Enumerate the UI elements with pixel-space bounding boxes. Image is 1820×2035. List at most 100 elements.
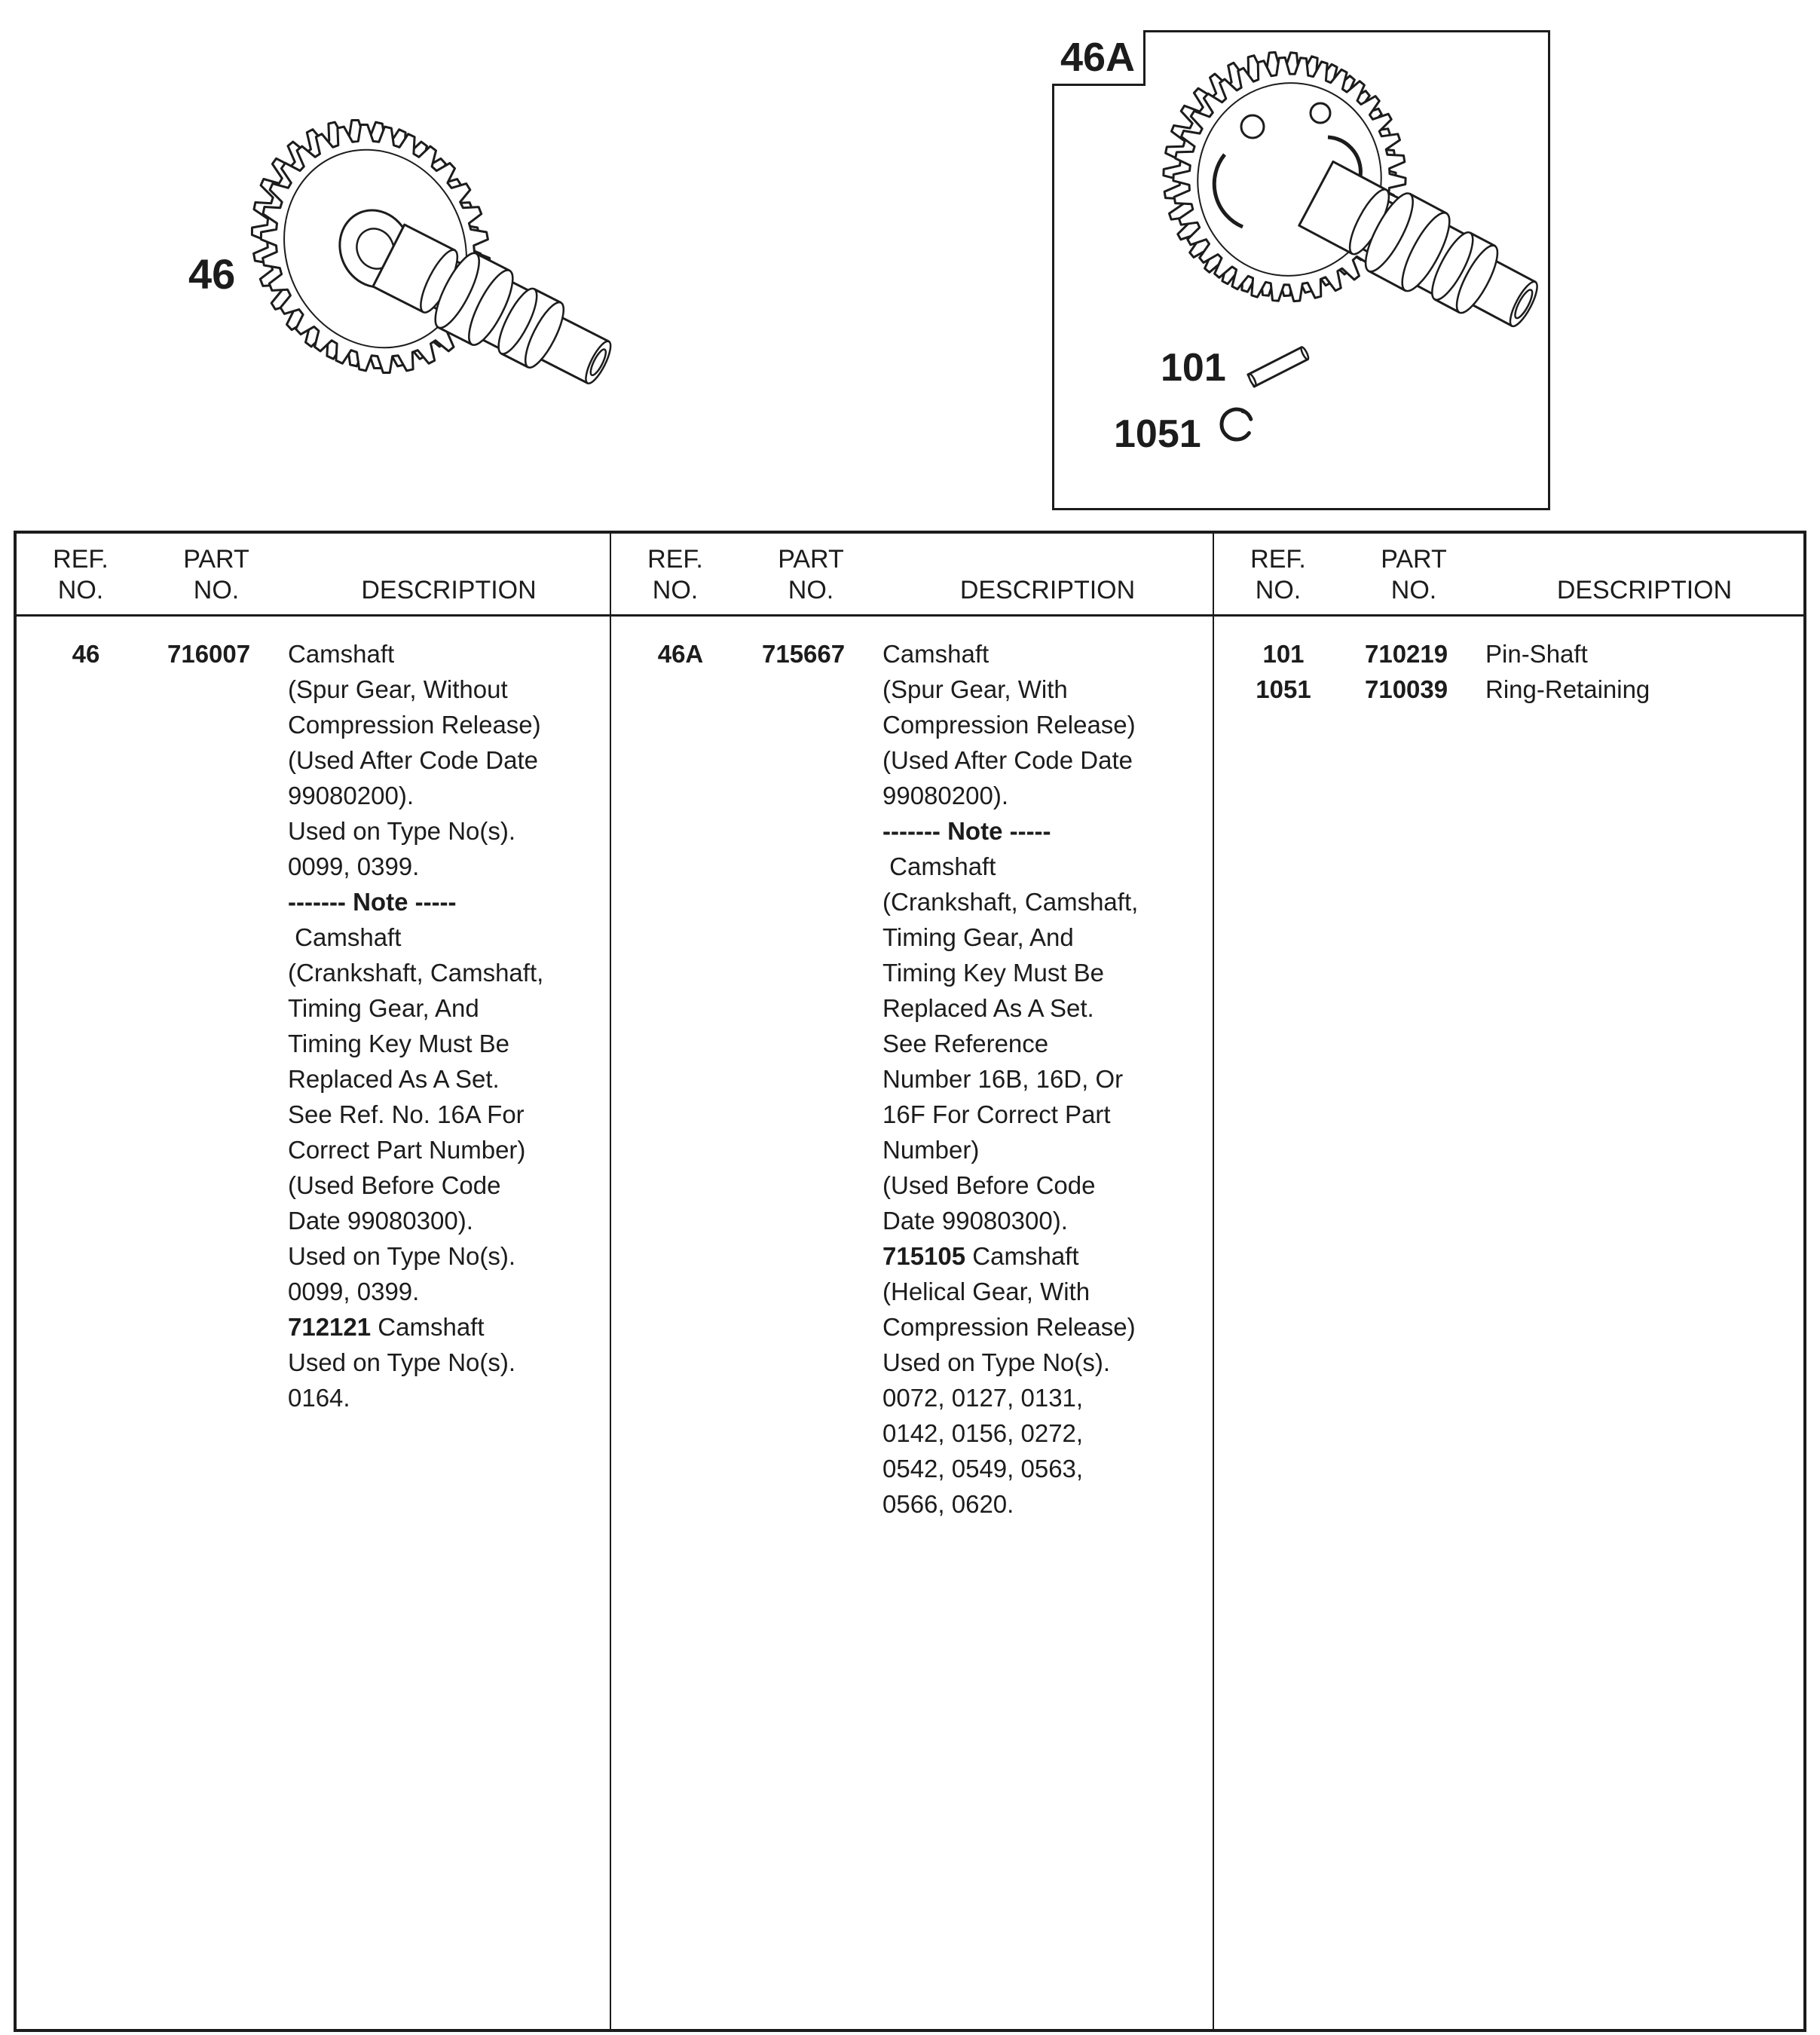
- description-line: ------- Note -----: [882, 813, 1205, 849]
- description-text: Date 99080300).: [288, 1207, 473, 1235]
- description-line: 0542, 0549, 0563,: [882, 1451, 1205, 1486]
- description-bold-text: ------- Note -----: [882, 817, 1051, 845]
- description-line: 0164.: [288, 1380, 602, 1415]
- ref-cell: 46A: [657, 640, 704, 668]
- description-text: Number 16B, 16D, Or: [882, 1065, 1124, 1093]
- description-text: Replaced As A Set.: [882, 994, 1094, 1022]
- part-cell: 710219: [1365, 640, 1448, 668]
- description-text: Date 99080300).: [882, 1207, 1068, 1235]
- description-line: 0072, 0127, 0131,: [882, 1380, 1205, 1415]
- header-part-label: PART: [1381, 545, 1447, 574]
- header-description-label: DESCRIPTION: [959, 576, 1136, 604]
- description-line: Timing Gear, And: [882, 920, 1205, 955]
- description-line: Timing Key Must Be: [882, 955, 1205, 990]
- description-text: (Used After Code Date: [288, 746, 538, 774]
- description-text: Timing Key Must Be: [288, 1030, 510, 1057]
- description-line: Camshaft: [882, 849, 1205, 884]
- description-line: Used on Type No(s).: [288, 813, 602, 849]
- header-ref-no-label: NO.: [57, 576, 104, 604]
- header-description-col: DESCRIPTION: [882, 544, 1213, 614]
- description-text: See Reference: [882, 1030, 1049, 1057]
- description-text: Camshaft: [288, 640, 395, 668]
- header-ref-label: REF.: [1250, 545, 1306, 574]
- description-text: Compression Release): [882, 711, 1136, 739]
- inset-label-46a: 46A: [1052, 30, 1146, 86]
- description-line: 0142, 0156, 0272,: [882, 1415, 1205, 1451]
- description-text: (Spur Gear, Without: [288, 675, 508, 703]
- description-line: 715105 Camshaft: [882, 1238, 1205, 1274]
- header-part-label: PART: [183, 545, 249, 574]
- description-text: Timing Key Must Be: [882, 959, 1105, 987]
- description-text: Replaced As A Set.: [288, 1065, 500, 1093]
- description-text: 0566, 0620.: [882, 1490, 1014, 1518]
- diagram-label-1051: 1051: [1114, 412, 1201, 456]
- description-line: (Used After Code Date: [882, 742, 1205, 778]
- description-bold-text: 712121: [288, 1313, 372, 1341]
- header-ref-col: REF.NO.: [1214, 544, 1342, 614]
- description-line: Compression Release): [882, 707, 1205, 742]
- camshaft-diagram-canvas: [250, 50, 1538, 442]
- description-text: Correct Part Number): [288, 1136, 526, 1164]
- description-text: 0142, 0156, 0272,: [882, 1419, 1084, 1447]
- description-text: Compression Release): [288, 711, 541, 739]
- description-bold-text: 715105: [882, 1242, 966, 1270]
- ref-cell: 46: [72, 640, 100, 668]
- description-text: (Helical Gear, With: [882, 1278, 1090, 1305]
- header-ref-no-label: NO.: [1255, 576, 1302, 604]
- header-description-col: DESCRIPTION: [1485, 544, 1803, 614]
- description-line: 99080200).: [288, 778, 602, 813]
- description-text: Timing Gear, And: [288, 994, 479, 1022]
- description-line: Replaced As A Set.: [882, 990, 1205, 1026]
- description-text: Used on Type No(s).: [288, 817, 516, 845]
- description-line: Timing Gear, And: [288, 990, 602, 1026]
- description-text: Used on Type No(s).: [882, 1348, 1111, 1376]
- description-line: Compression Release): [882, 1309, 1205, 1345]
- header-ref-col: REF.NO.: [17, 544, 145, 614]
- description-text: (Crankshaft, Camshaft,: [882, 888, 1139, 916]
- description-text: Timing Gear, And: [882, 923, 1074, 951]
- description-text: See Ref. No. 16A For: [288, 1100, 525, 1128]
- header-spacer: [882, 544, 1213, 575]
- description-line: Date 99080300).: [288, 1203, 602, 1238]
- description-text: 0164.: [288, 1384, 350, 1412]
- header-part-label: PART: [778, 545, 844, 574]
- description-line: Correct Part Number): [288, 1132, 602, 1167]
- description-line: Number): [882, 1132, 1205, 1167]
- description-line: (Spur Gear, With: [882, 672, 1205, 707]
- description-text: Camshaft: [882, 852, 996, 880]
- diagram-label-101: 101: [1161, 346, 1226, 390]
- description-line: Camshaft: [288, 636, 602, 672]
- header-ref-no-label: NO.: [652, 576, 699, 604]
- inset-frame-46a: [1052, 30, 1550, 510]
- description-line: Pin-Shaft: [1485, 636, 1796, 672]
- header-spacer: [288, 544, 610, 575]
- description-text: 0099, 0399.: [288, 1278, 420, 1305]
- description-line: (Used After Code Date: [288, 742, 602, 778]
- header-description-label: DESCRIPTION: [1556, 576, 1733, 604]
- description-text: Compression Release): [882, 1313, 1136, 1341]
- description-line: Timing Key Must Be: [288, 1026, 602, 1061]
- part-cell: 715667: [762, 640, 846, 668]
- header-ref-label: REF.: [647, 545, 703, 574]
- description-line: Camshaft: [288, 920, 602, 955]
- part-cell: 710039: [1365, 675, 1448, 703]
- description-text: (Used After Code Date: [882, 746, 1133, 774]
- description-text: 99080200).: [882, 782, 1008, 809]
- description-line: 16F For Correct Part: [882, 1097, 1205, 1132]
- description-text: (Used Before Code: [882, 1171, 1096, 1199]
- description-bold-text: ------- Note -----: [288, 888, 457, 916]
- description-text: 0542, 0549, 0563,: [882, 1455, 1084, 1483]
- description-line: Used on Type No(s).: [882, 1345, 1205, 1380]
